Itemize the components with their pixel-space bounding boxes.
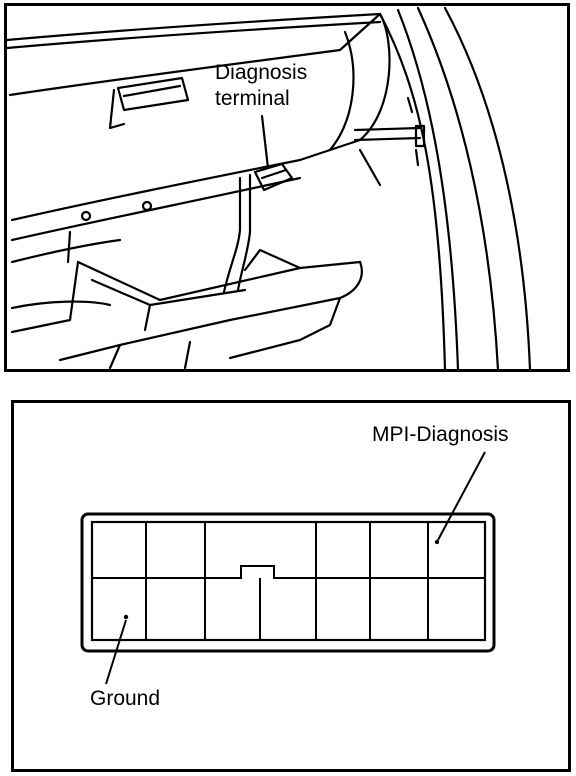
glove-box-lid [10, 12, 391, 222]
connector-outer-shell [80, 512, 496, 653]
lid-handle-icon [116, 76, 190, 112]
dashboard-edge [5, 20, 382, 50]
lid-handle-icon [122, 84, 182, 98]
ground-label: Ground [90, 687, 161, 710]
support-strut [222, 176, 242, 294]
connector-inner-frame [90, 520, 487, 642]
dashboard-edge [5, 12, 382, 42]
glove-box-lid [8, 12, 382, 97]
diagnosis-terminal-label-line1: Diagnosis [215, 61, 308, 84]
door-frame [396, 8, 460, 372]
door-frame [443, 6, 532, 372]
diagnosis-callout-leader [260, 114, 270, 170]
diagnosis-connector [80, 451, 496, 685]
diagnosis-terminal-label-line2: terminal [215, 87, 290, 110]
door-frame [416, 6, 500, 372]
door-frame [378, 12, 447, 372]
glove-box-opening [10, 176, 302, 242]
diagnosis-terminal-icon [253, 162, 294, 192]
glove-box-lid [328, 30, 355, 152]
connector-cells [92, 522, 485, 640]
open-compartment [76, 260, 362, 302]
connector-diagram-panel [11, 400, 571, 772]
mpi-diagnosis-leader [437, 451, 486, 541]
mpi-diagnosis-label: MPI-Diagnosis [372, 423, 509, 446]
ground-leader [105, 619, 127, 685]
